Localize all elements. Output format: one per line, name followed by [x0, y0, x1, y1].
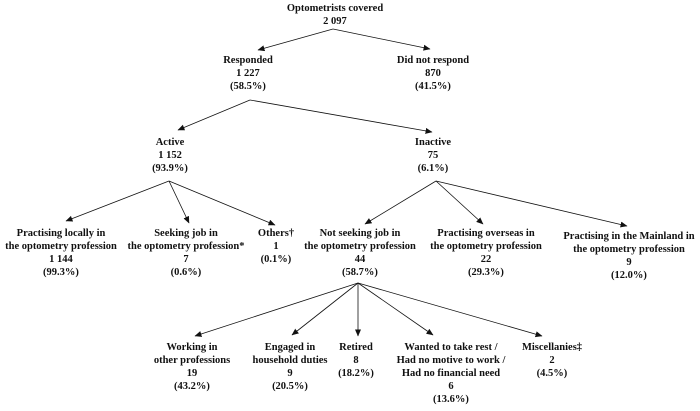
- node-count: 1 144: [49, 254, 73, 265]
- node-label: Responded: [223, 55, 273, 66]
- node-count: 870: [425, 68, 441, 79]
- arrow-active-to-practising-locally: [65, 180, 170, 222]
- arrow-responded-to-inactive: [249, 99, 433, 134]
- node-label: Had no financial need: [401, 368, 501, 379]
- node-label: the optometry profession: [573, 244, 685, 255]
- node-percent: (6.1%): [417, 163, 449, 174]
- node-label: Optometrists covered: [286, 3, 384, 14]
- node-percent: (93.9%): [152, 163, 188, 174]
- node-label: household duties: [252, 355, 328, 366]
- node-percent: (0.1%): [260, 254, 292, 265]
- node-percent: (58.5%): [230, 81, 266, 92]
- node-percent: (0.6%): [170, 267, 202, 278]
- node-percent: (13.6%): [433, 394, 469, 405]
- node-practising-overseas: Practising overseas in the optometry pro…: [430, 227, 542, 279]
- node-label: other professions: [153, 355, 231, 366]
- node-percent: (18.2%): [338, 368, 374, 379]
- node-retired: Retired 8 (18.2%): [338, 341, 374, 380]
- node-label: Active: [155, 137, 185, 148]
- node-count: 8: [353, 355, 359, 366]
- node-count: 9: [287, 368, 293, 379]
- node-label: Others†: [257, 228, 295, 239]
- node-active: Active 1 152 (93.9%): [152, 136, 188, 175]
- arrow-inactive-to-mainland: [435, 180, 628, 228]
- node-label: Did not respond: [396, 55, 470, 66]
- arrow-active-to-seeking-job: [168, 180, 190, 224]
- arrow-not-seeking-to-wanted-rest: [357, 282, 434, 336]
- node-count: 1 152: [158, 150, 182, 161]
- node-label: Practising overseas in: [437, 228, 535, 239]
- arrow-root-to-did-not-respond: [332, 28, 431, 51]
- node-percent: (99.3%): [43, 267, 79, 278]
- node-label: the optometry profession: [430, 241, 542, 252]
- node-label: Wanted to take rest /: [404, 342, 498, 353]
- node-practising-mainland: Practising in the Mainland in the optome…: [563, 230, 694, 282]
- node-label: Practising in the Mainland in: [563, 231, 695, 242]
- node-count: 1 227: [236, 68, 260, 79]
- node-label: the optometry profession*: [127, 241, 245, 252]
- node-count: 1: [273, 241, 279, 252]
- node-optometrists-covered: Optometrists covered 2 097: [287, 2, 383, 28]
- node-count: 44: [354, 254, 366, 265]
- arrow-responded-to-active: [177, 99, 251, 131]
- node-label: the optometry profession: [5, 241, 117, 252]
- node-working-other-professions: Working in other professions 19 (43.2%): [154, 341, 230, 393]
- node-label: Not seeking job in: [319, 228, 401, 239]
- node-count: 2 097: [323, 16, 347, 27]
- arrow-inactive-to-not-seeking: [364, 180, 437, 225]
- node-seeking-job: Seeking job in the optometry profession*…: [127, 227, 244, 279]
- node-label: Seeking job in: [154, 228, 218, 239]
- arrow-active-to-others: [168, 180, 276, 226]
- node-percent: (20.5%): [272, 381, 308, 392]
- node-label: Engaged in: [264, 342, 316, 353]
- node-count: 2: [549, 355, 555, 366]
- arrow-not-seeking-to-engaged: [291, 282, 359, 336]
- node-engaged-household-duties: Engaged in household duties 9 (20.5%): [253, 341, 328, 393]
- arrow-root-to-responded: [257, 28, 334, 52]
- node-count: 75: [427, 150, 439, 161]
- node-count: 6: [448, 381, 454, 392]
- node-percent: (43.2%): [174, 381, 210, 392]
- node-responded: Responded 1 227 (58.5%): [223, 54, 273, 93]
- node-practising-locally: Practising locally in the optometry prof…: [5, 227, 117, 279]
- node-label: the optometry profession: [304, 241, 416, 252]
- node-percent: (58.7%): [342, 267, 378, 278]
- arrow-not-seeking-to-working: [194, 282, 359, 337]
- node-count: 7: [183, 254, 189, 265]
- arrow-not-seeking-to-miscellanies: [357, 282, 543, 338]
- arrow-inactive-to-overseas: [435, 180, 484, 225]
- node-did-not-respond: Did not respond 870 (41.5%): [397, 54, 469, 93]
- node-percent: (12.0%): [611, 270, 647, 281]
- node-count: 22: [480, 254, 492, 265]
- node-label: Inactive: [414, 137, 452, 148]
- node-count: 9: [626, 257, 632, 268]
- node-count: 19: [186, 368, 198, 379]
- node-percent: (4.5%): [536, 368, 568, 379]
- node-label: Had no motive to work /: [396, 355, 506, 366]
- node-percent: (29.3%): [468, 267, 504, 278]
- node-label: Miscellanies‡: [521, 342, 583, 353]
- node-label: Practising locally in: [16, 228, 106, 239]
- node-label: Working in: [166, 342, 218, 353]
- node-inactive: Inactive 75 (6.1%): [415, 136, 451, 175]
- node-not-seeking-job: Not seeking job in the optometry profess…: [304, 227, 416, 279]
- node-percent: (41.5%): [415, 81, 451, 92]
- node-others: Others† 1 (0.1%): [258, 227, 294, 266]
- node-wanted-rest: Wanted to take rest / Had no motive to w…: [397, 341, 506, 406]
- node-label: Retired: [339, 342, 373, 353]
- node-miscellanies: Miscellanies‡ 2 (4.5%): [522, 341, 582, 380]
